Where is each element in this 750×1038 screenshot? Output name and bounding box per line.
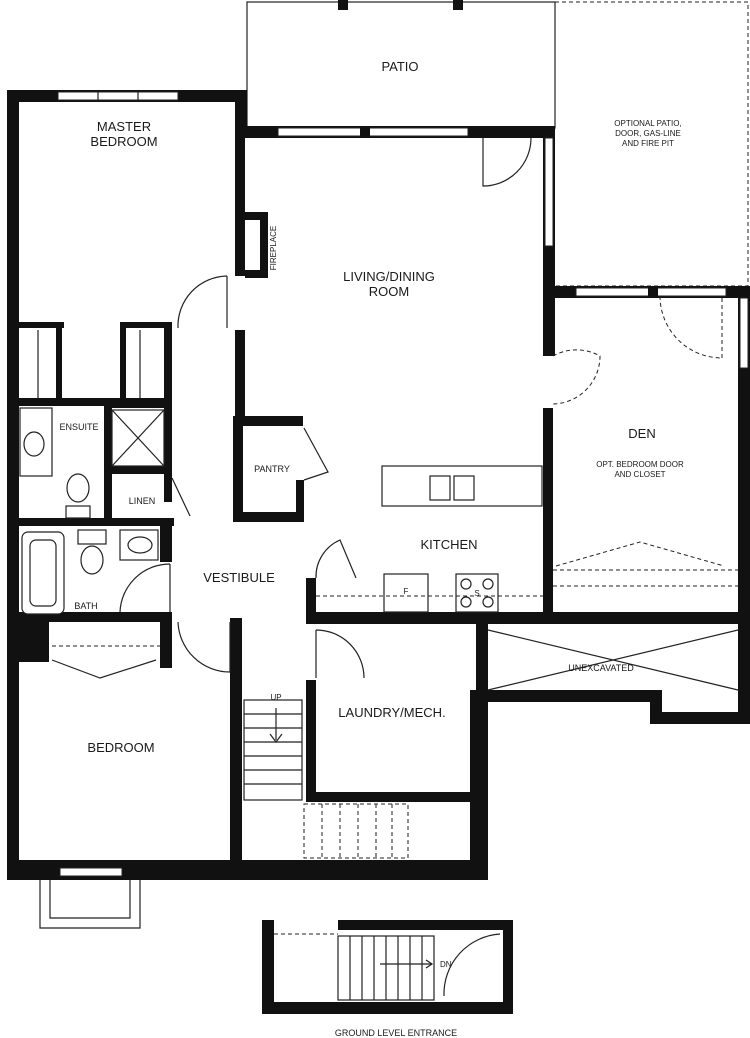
- label-pantry: PANTRY: [254, 464, 290, 474]
- room-labels: PATIO OPTIONAL PATIO, DOOR, GAS-LINE AND…: [59, 59, 684, 1038]
- lower-stairs: [303, 803, 409, 859]
- exterior-walls: [7, 90, 750, 880]
- window-well: [39, 880, 141, 929]
- label-den: DEN: [628, 426, 655, 441]
- label-ground-entrance: GROUND LEVEL ENTRANCE: [335, 1028, 457, 1038]
- label-living-dining-line1: LIVING/DINING: [343, 269, 435, 284]
- label-optional-patio-line1: OPTIONAL PATIO,: [614, 119, 681, 128]
- label-den-note-line1: OPT. BEDROOM DOOR: [596, 460, 684, 469]
- interior-walls: [19, 126, 553, 868]
- label-stairs-up: UP: [270, 693, 281, 702]
- label-unexcavated: UNEXCAVATED: [568, 663, 634, 673]
- ground-entrance: [262, 920, 513, 1014]
- fixtures: [19, 330, 739, 859]
- label-master-bedroom-line2: BEDROOM: [90, 134, 157, 149]
- label-fireplace: FIREPLACE: [269, 226, 278, 270]
- label-optional-patio-line3: AND FIRE PIT: [622, 139, 674, 148]
- label-kitchen: KITCHEN: [420, 537, 477, 552]
- label-master-bedroom-line1: MASTER: [97, 119, 151, 134]
- windows: [57, 91, 749, 877]
- label-bath: BATH: [74, 601, 97, 611]
- label-linen: LINEN: [129, 496, 156, 506]
- label-fridge: F: [404, 587, 409, 596]
- label-bedroom: BEDROOM: [87, 740, 154, 755]
- label-ensuite: ENSUITE: [59, 422, 98, 432]
- label-living-dining-line2: ROOM: [369, 284, 409, 299]
- label-vestibule: VESTIBULE: [203, 570, 275, 585]
- label-patio: PATIO: [381, 59, 418, 74]
- label-den-note-line2: AND CLOSET: [614, 470, 665, 479]
- label-laundry: LAUNDRY/MECH.: [338, 705, 445, 720]
- label-stove: S: [474, 589, 479, 598]
- stairs-up: [243, 699, 303, 801]
- doors: [51, 137, 723, 679]
- label-optional-patio-line2: DOOR, GAS-LINE: [615, 129, 681, 138]
- label-stairs-down: DN: [440, 960, 452, 969]
